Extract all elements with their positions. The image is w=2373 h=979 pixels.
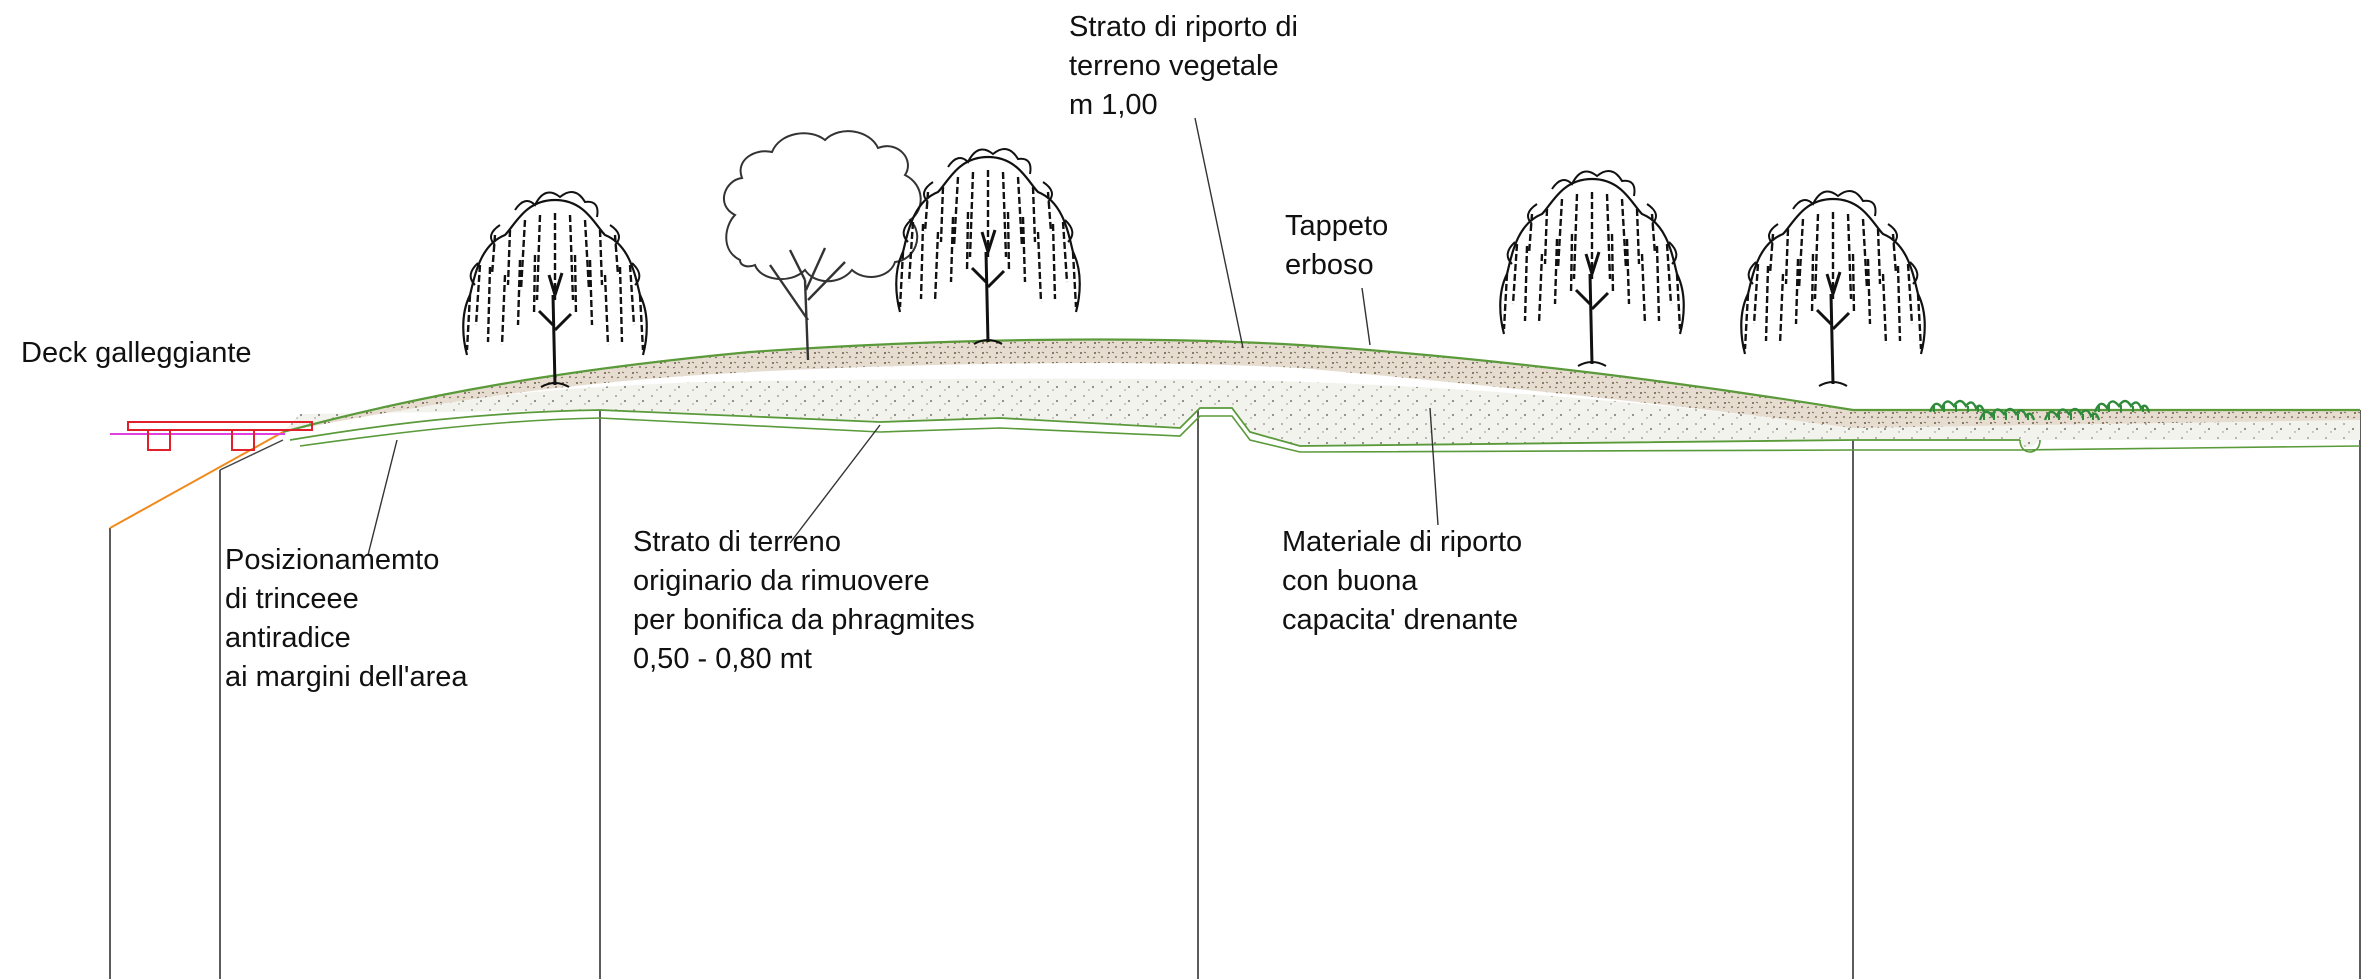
label-trincee-antiradice: Posizionamemto di trinceee antiradice ai… xyxy=(225,544,468,693)
reference-lines xyxy=(109,400,2361,979)
leader-line-tappeto xyxy=(1361,287,1371,346)
bank-slope-inner xyxy=(219,439,284,471)
deciduous-tree-icon xyxy=(723,130,922,361)
grass-line xyxy=(282,338,2360,434)
floating-deck-icon xyxy=(110,421,313,451)
original-soil-line xyxy=(289,407,2020,447)
label-strato-riporto-vegetale: Strato di riporto di terreno vegetale m … xyxy=(1069,11,1298,121)
label-tappeto-erboso: Tappeto erboso xyxy=(1285,210,1389,281)
leader-lines xyxy=(367,117,1439,556)
leader-line-terreno xyxy=(789,424,881,544)
ditch xyxy=(2019,439,2041,453)
weeping-willow-icon xyxy=(1739,189,1927,388)
bank-slope xyxy=(109,431,284,529)
leader-line-riporto xyxy=(1194,117,1244,349)
weeping-willow-icon xyxy=(1498,169,1686,368)
leader-line-materiale xyxy=(1429,407,1439,526)
label-deck-galleggiante: Deck galleggiante xyxy=(21,337,252,369)
weeping-willow-icon xyxy=(894,147,1082,346)
drainage-fill-layer xyxy=(283,378,2360,448)
label-materiale-riporto: Materiale di riporto con buona capacita'… xyxy=(1282,526,1523,636)
leader-line-trincee xyxy=(367,439,398,556)
weeping-willow-icon xyxy=(461,190,649,389)
original-soil-line-lower xyxy=(299,415,2361,453)
label-terreno-originario: Strato di terreno originario da rimuover… xyxy=(633,526,975,675)
